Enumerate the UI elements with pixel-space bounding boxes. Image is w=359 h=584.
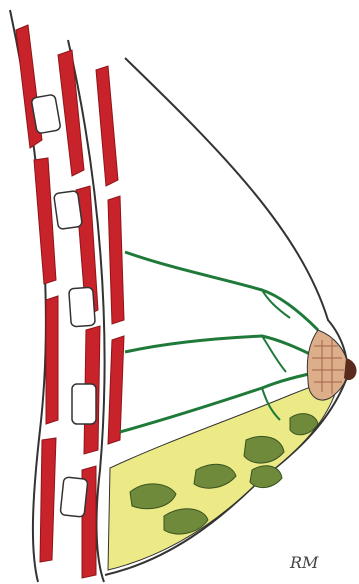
rib-5 <box>60 477 88 517</box>
muscle-band-2 <box>34 158 56 284</box>
rib-2 <box>54 191 83 230</box>
muscle-band-5 <box>58 50 84 176</box>
signature: RM <box>289 553 319 572</box>
muscle-band-4 <box>40 438 56 562</box>
muscle-band-10 <box>108 196 124 324</box>
gland-lobule-5 <box>250 466 282 488</box>
nipple <box>344 358 357 380</box>
rib-3 <box>69 287 96 327</box>
muscle-band-9 <box>96 66 118 186</box>
rib-1 <box>31 94 61 134</box>
ligament-2 <box>125 336 318 358</box>
muscle-band-11 <box>108 336 124 444</box>
muscle-band-3 <box>46 296 58 424</box>
rib-4 <box>72 384 96 424</box>
